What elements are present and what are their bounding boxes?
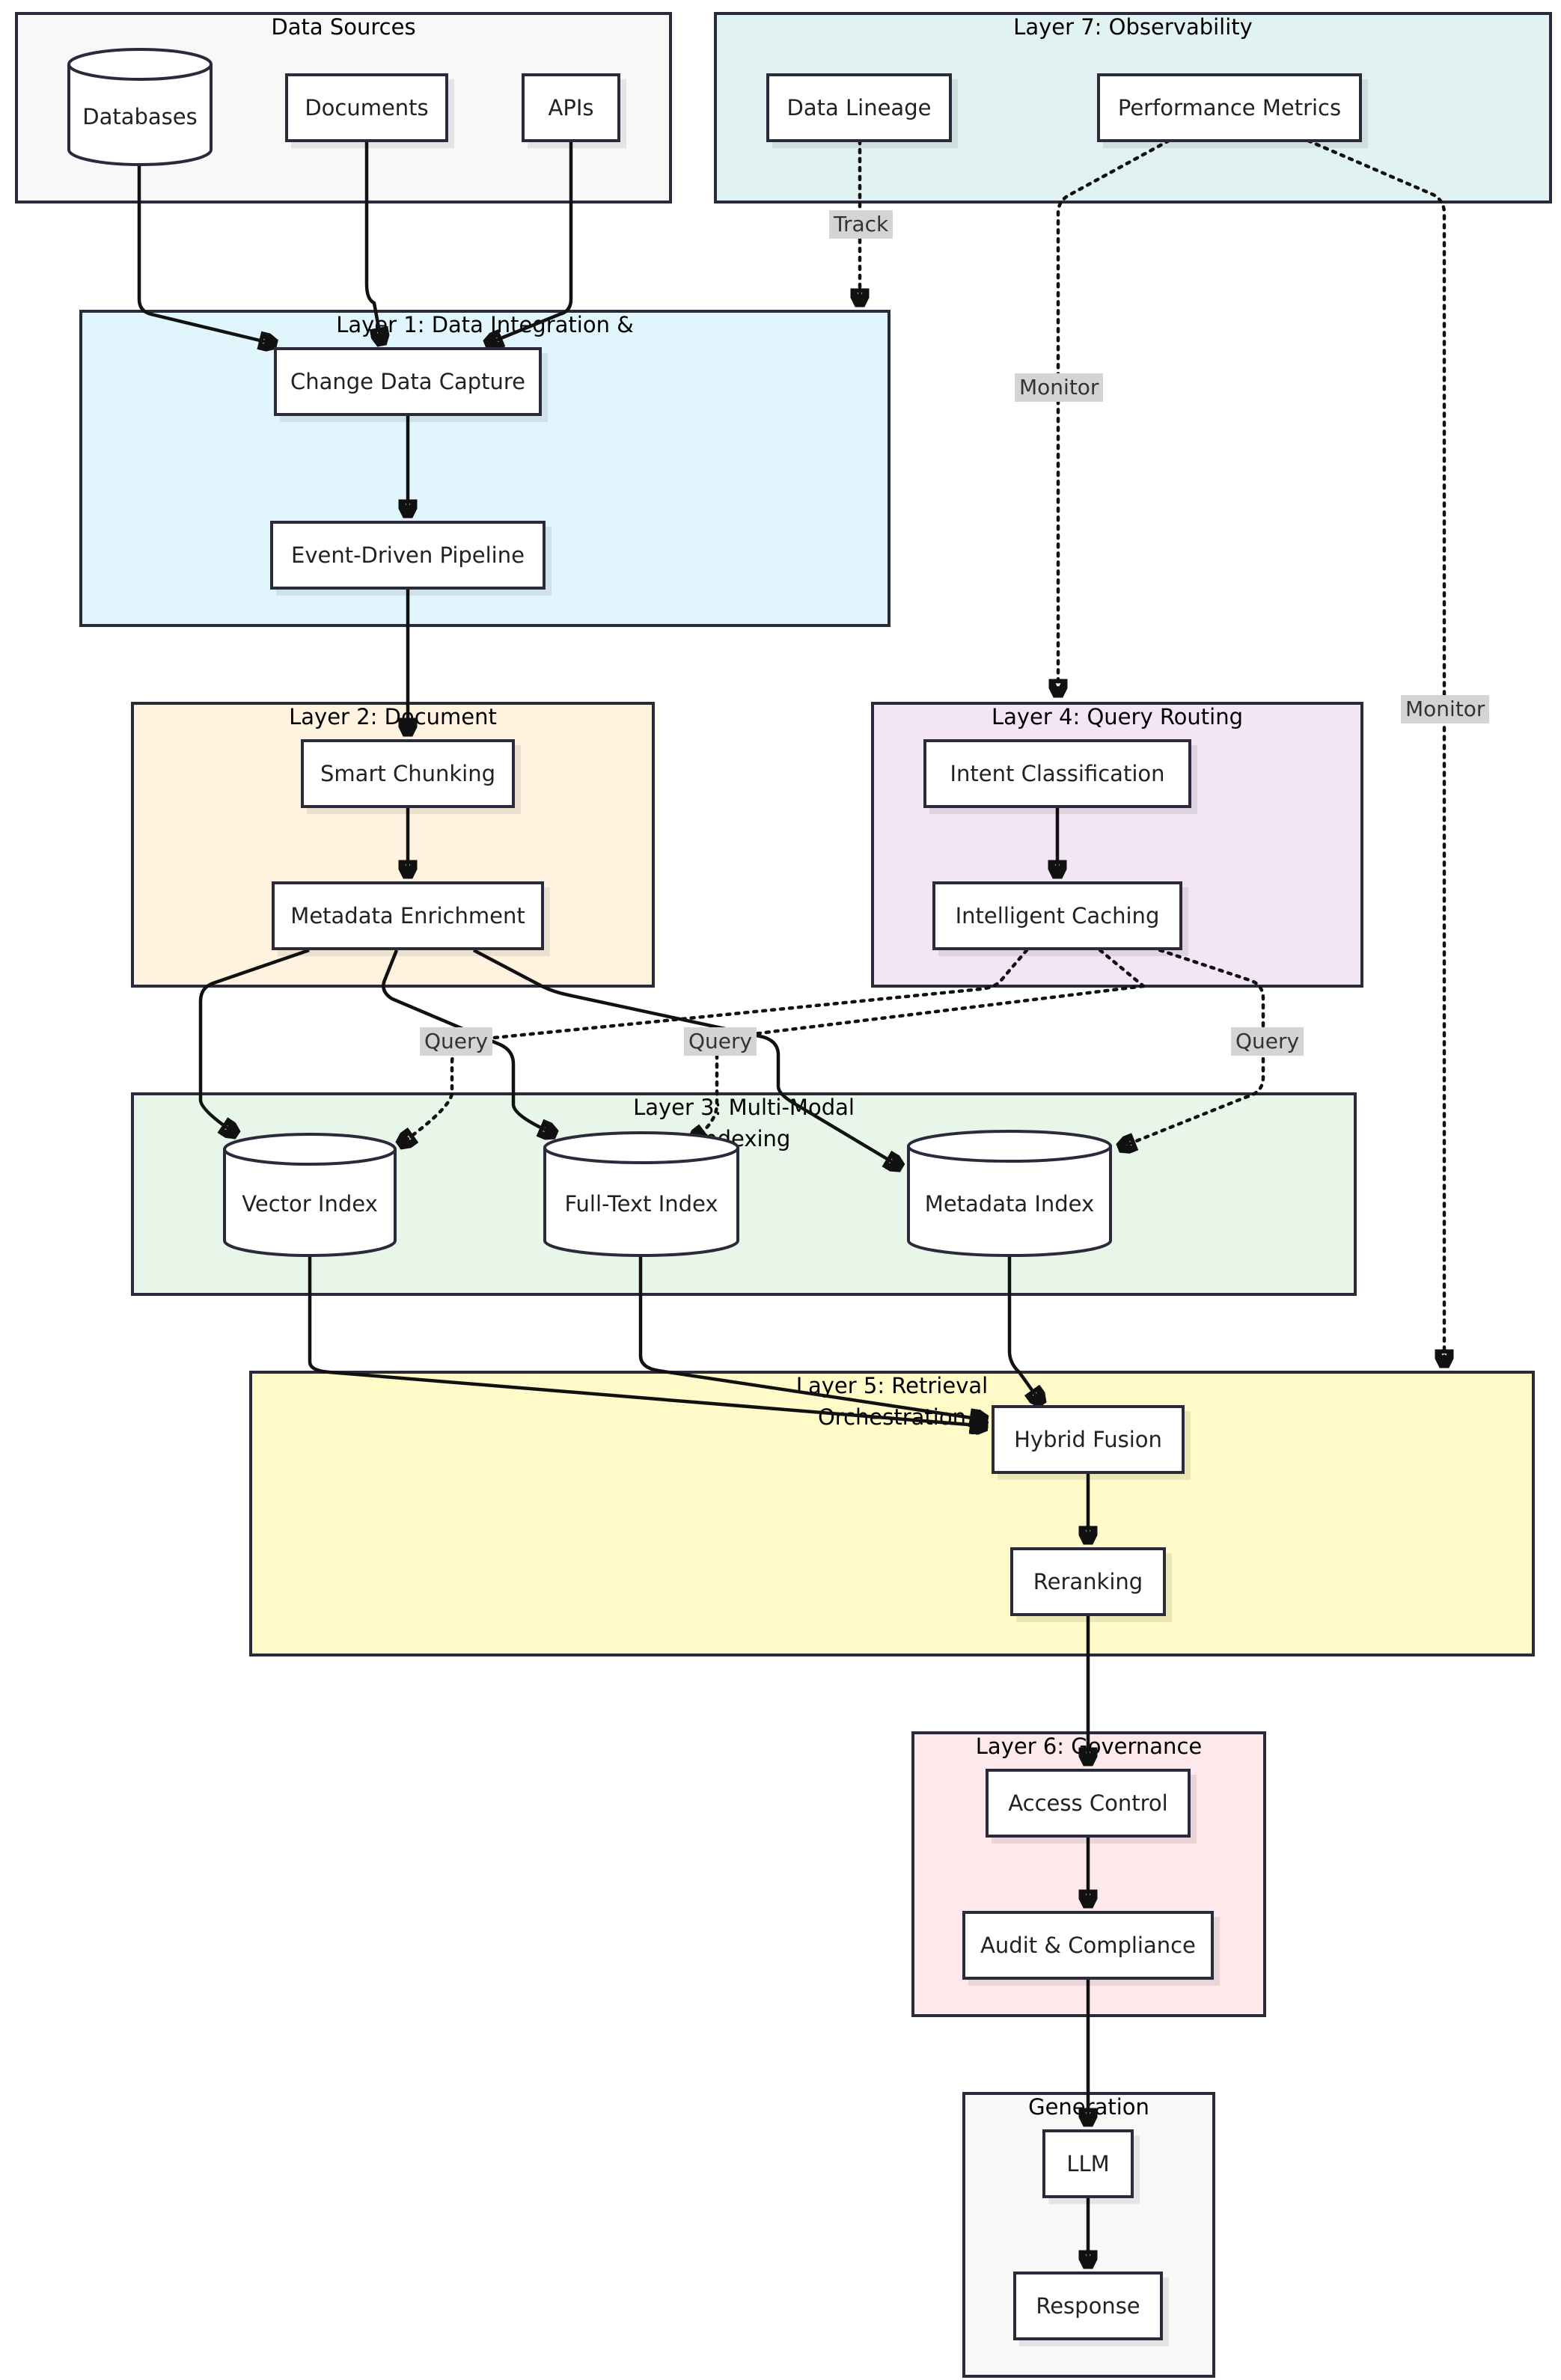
edge-metadata-index-to-hybrid-fusion <box>1007 1255 1042 1404</box>
edge-caching-query-metadata <box>1119 948 1265 1148</box>
node-data-lineage[interactable]: Data Lineage <box>766 73 952 142</box>
edge-metadata-enrichment-to-full-text-index <box>382 949 555 1134</box>
edge-caching-query-fulltext <box>691 984 1146 1142</box>
edge-label-track: Track <box>829 210 893 239</box>
edge-label-monitor-retrieval: Monitor <box>1401 695 1490 724</box>
edge-label-monitor-routing: Monitor <box>1015 373 1104 402</box>
group-title-layer-4: Layer 4: Query Routing <box>991 704 1244 729</box>
group-title-data-sources: Data Sources <box>271 14 416 40</box>
vector-index-cylinder-icon <box>223 1133 397 1257</box>
node-reranking[interactable]: Reranking <box>1010 1547 1166 1616</box>
node-smart-chunking[interactable]: Smart Chunking <box>301 739 515 808</box>
edge-apis-to-change-data-capture <box>486 141 573 344</box>
node-performance-metrics[interactable]: Performance Metrics <box>1097 73 1362 142</box>
edge-label-query-vector: Query <box>420 1027 493 1056</box>
node-databases[interactable]: Databases <box>67 48 213 166</box>
group-title-layer-7: Layer 7: Observability <box>1013 14 1253 40</box>
node-access-control[interactable]: Access Control <box>986 1769 1191 1838</box>
node-databases-label: Databases <box>82 104 198 129</box>
edge-documents-to-change-data-capture <box>364 141 382 344</box>
group-title-layer-2: Layer 2: Document <box>289 704 497 729</box>
node-full-text-index-label: Full-Text Index <box>564 1191 718 1217</box>
node-change-data-capture[interactable]: Change Data Capture <box>274 347 542 416</box>
edge-metadata-enrichment-to-metadata-index <box>472 949 901 1167</box>
database-cylinder-icon <box>67 48 213 166</box>
edge-performance-metrics-to-layer-5 <box>1306 138 1444 1366</box>
node-documents[interactable]: Documents <box>285 73 448 142</box>
node-llm[interactable]: LLM <box>1042 2129 1134 2198</box>
node-vector-index-label: Vector Index <box>242 1191 378 1217</box>
node-intent-classification[interactable]: Intent Classification <box>923 739 1191 808</box>
edge-caching-query-branch <box>1098 948 1146 988</box>
edge-label-query-metadata: Query <box>1231 1027 1304 1056</box>
edge-label-query-fulltext: Query <box>684 1027 757 1056</box>
edge-performance-metrics-to-layer-4 <box>1058 138 1171 696</box>
full-text-index-cylinder-icon <box>543 1131 739 1257</box>
node-intelligent-caching[interactable]: Intelligent Caching <box>932 881 1182 950</box>
edge-databases-to-change-data-capture <box>137 166 275 344</box>
node-metadata-index[interactable]: Metadata Index <box>907 1130 1112 1257</box>
metadata-index-cylinder-icon <box>907 1130 1112 1257</box>
node-audit-compliance[interactable]: Audit & Compliance <box>962 1911 1214 1980</box>
edge-metadata-enrichment-to-vector-index <box>198 948 310 1134</box>
edge-full-text-index-to-hybrid-fusion <box>638 1255 986 1420</box>
node-event-driven-pipeline[interactable]: Event-Driven Pipeline <box>270 521 546 590</box>
edge-vector-index-to-hybrid-fusion <box>308 1255 986 1426</box>
node-metadata-enrichment[interactable]: Metadata Enrichment <box>272 881 544 950</box>
node-response[interactable]: Response <box>1013 2272 1163 2340</box>
node-hybrid-fusion[interactable]: Hybrid Fusion <box>992 1405 1185 1474</box>
group-title-layer-5-line1: Layer 5: Retrieval <box>795 1373 989 1398</box>
node-metadata-index-label: Metadata Index <box>924 1191 1095 1217</box>
node-apis[interactable]: APIs <box>522 73 620 142</box>
node-full-text-index[interactable]: Full-Text Index <box>543 1131 739 1257</box>
node-vector-index[interactable]: Vector Index <box>223 1133 397 1257</box>
